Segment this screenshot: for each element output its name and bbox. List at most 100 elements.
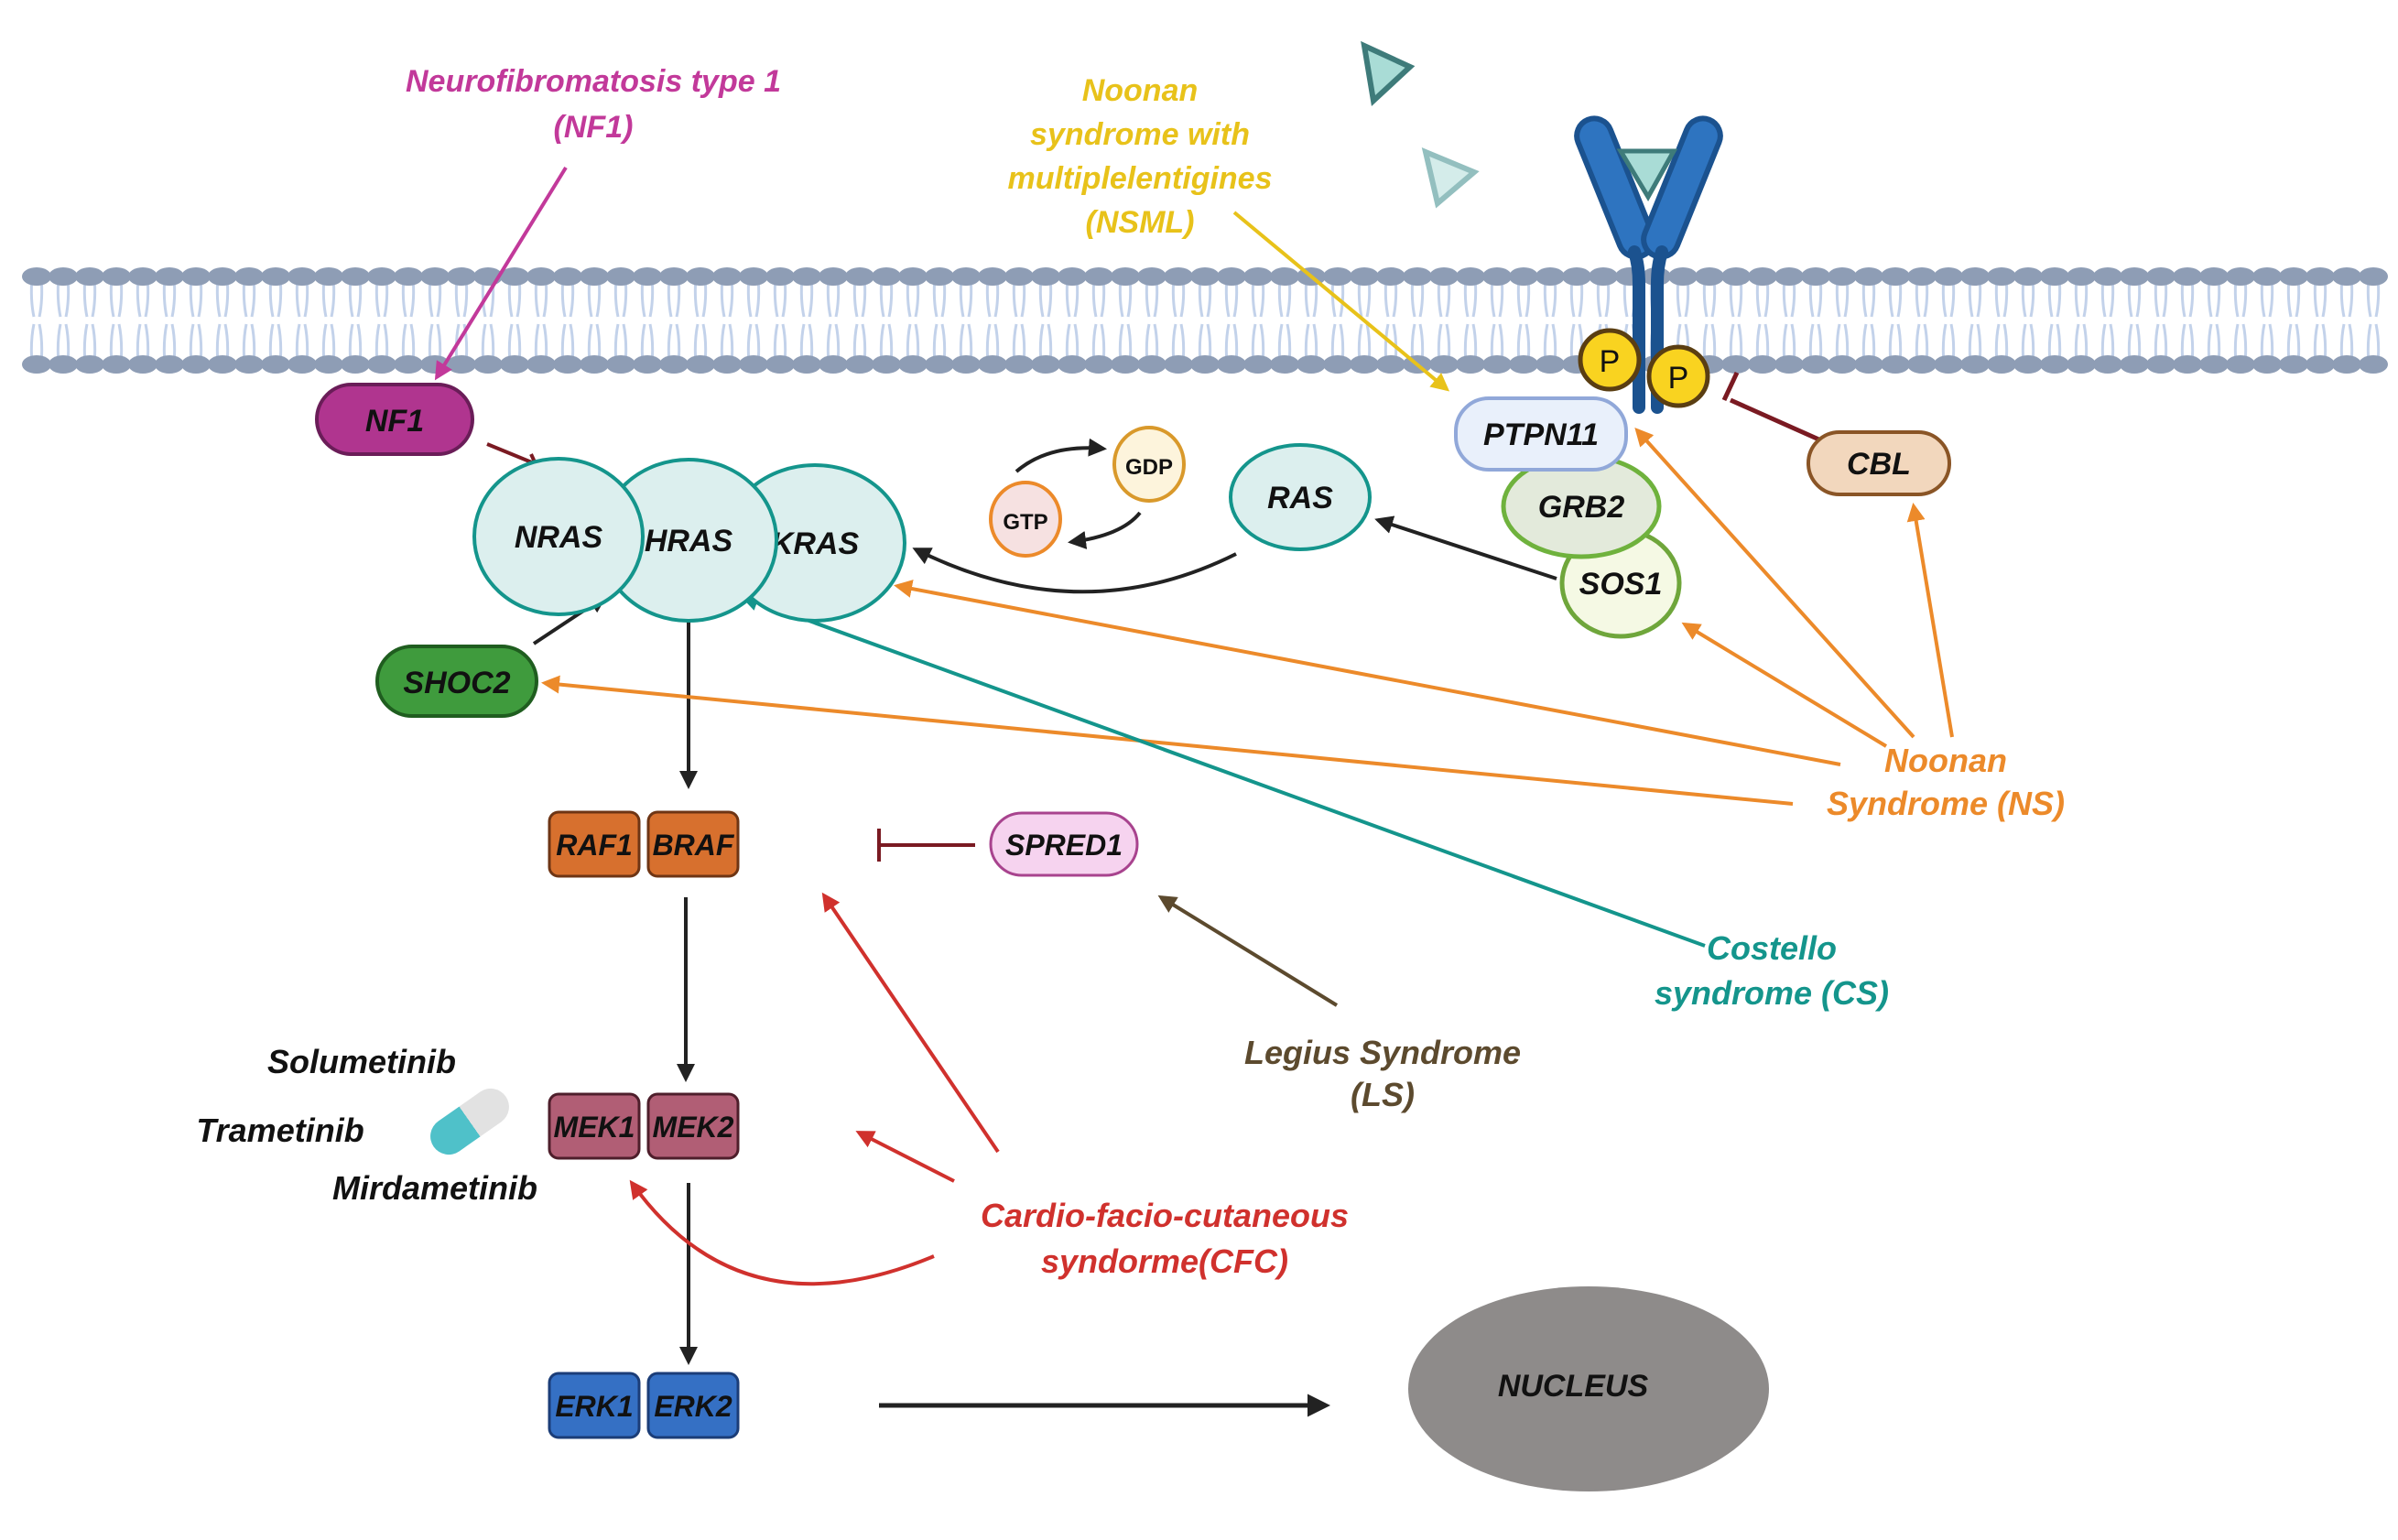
svg-text:Noonan: Noonan: [1884, 742, 2007, 779]
lipid-head: [2199, 355, 2229, 374]
lipid-head: [925, 355, 954, 374]
lipid-head: [1589, 267, 1618, 286]
node-erk1[interactable]: ERK1: [548, 1372, 641, 1439]
lipid-head: [341, 267, 370, 286]
edge-spred1-inhibits-braf: [877, 829, 975, 862]
node-label: SPRED1: [1005, 829, 1123, 862]
node-raf1[interactable]: RAF1: [548, 810, 641, 878]
lipid-head: [765, 267, 795, 286]
lipid-head: [420, 267, 450, 286]
node-gdp[interactable]: GDP: [1112, 426, 1186, 503]
lipid-head: [1748, 267, 1777, 286]
node-spred1[interactable]: SPRED1: [989, 811, 1139, 877]
lipid-head: [845, 355, 874, 374]
lipid-head: [2067, 267, 2096, 286]
lipid-head: [686, 355, 715, 374]
node-label: NRAS: [515, 520, 603, 555]
lipid-head: [2173, 355, 2202, 374]
lipid-head: [1323, 355, 1352, 374]
lipid-head: [2252, 355, 2282, 374]
lipid-head: [49, 355, 78, 374]
lipid-head: [1403, 267, 1432, 286]
lipid-head: [1376, 355, 1405, 374]
lipid-head: [1111, 267, 1140, 286]
lipid-head: [2359, 267, 2388, 286]
lipid-head: [1058, 267, 1087, 286]
lipid-head: [1562, 267, 1591, 286]
node-ras[interactable]: RAS: [1229, 443, 1372, 551]
lipid-head: [1456, 267, 1485, 286]
lipid-head: [553, 355, 582, 374]
lipid-head: [1934, 267, 1963, 286]
lipid-head: [1004, 267, 1034, 286]
lipid-head: [1270, 267, 1299, 286]
lipid-head: [1987, 355, 2016, 374]
node-cbl[interactable]: CBL: [1807, 430, 1951, 496]
edge-cfc-to-mek1: [629, 1179, 935, 1286]
node-mek1[interactable]: MEK1: [548, 1092, 641, 1160]
lipid-head: [553, 267, 582, 286]
lipid-head: [367, 355, 396, 374]
lipid-head: [1164, 267, 1193, 286]
node-nras[interactable]: NRAS: [472, 457, 645, 616]
node-erk2[interactable]: ERK2: [646, 1372, 740, 1439]
svg-text:(LS): (LS): [1351, 1076, 1415, 1113]
node-nucleus[interactable]: NUCLEUS: [1408, 1286, 1769, 1491]
lipid-head: [234, 267, 264, 286]
node-label: GRB2: [1538, 490, 1625, 525]
lipid-head: [978, 267, 1007, 286]
phosphate-label: P: [1668, 361, 1689, 396]
lipid-head: [1429, 267, 1459, 286]
lipid-head: [75, 355, 104, 374]
lipid-head: [1456, 355, 1485, 374]
node-ptpn11[interactable]: PTPN11: [1454, 396, 1628, 472]
drug-label-mirdametinib: Mirdametinib: [332, 1169, 537, 1207]
node-braf[interactable]: BRAF: [646, 810, 740, 878]
drug-label-trametinib: Trametinib: [196, 1112, 363, 1149]
edge-ns-to-kras: [894, 580, 1841, 766]
lipid-head: [580, 267, 609, 286]
lipid-head: [2173, 267, 2202, 286]
lipid-head: [1774, 267, 1804, 286]
lipid-head: [606, 267, 635, 286]
svg-text:syndorme(CFC): syndorme(CFC): [1041, 1242, 1288, 1280]
lipid-head: [314, 355, 343, 374]
edge-ls-to-spred1: [1157, 895, 1339, 1007]
node-kras[interactable]: KRAS: [723, 463, 906, 623]
lipid-head: [686, 267, 715, 286]
lipid-head: [1960, 267, 1990, 286]
lipid-head: [1004, 355, 1034, 374]
lipid-head: [500, 267, 529, 286]
lipid-head: [394, 355, 423, 374]
phosphate-label: P: [1600, 344, 1621, 379]
node-mek2[interactable]: MEK2: [646, 1092, 740, 1160]
lipid-head: [2226, 355, 2255, 374]
lipid-head: [1668, 267, 1698, 286]
lipid-head: [951, 355, 981, 374]
lipid-head: [1297, 355, 1326, 374]
svg-text:Neurofibromatosis type 1: Neurofibromatosis type 1: [406, 64, 781, 99]
lipid-head: [22, 355, 51, 374]
lipid-head: [341, 355, 370, 374]
lipid-head: [1137, 267, 1166, 286]
lipid-head: [234, 355, 264, 374]
lipid-head: [1828, 355, 1857, 374]
node-shoc2[interactable]: SHOC2: [375, 645, 538, 718]
lipid-head: [1031, 267, 1060, 286]
lipid-head: [1429, 355, 1459, 374]
node-gtp[interactable]: GTP: [989, 481, 1062, 558]
lipid-head: [181, 355, 211, 374]
lipid-head: [155, 355, 184, 374]
lipid-head: [1801, 355, 1830, 374]
svg-text:Noonan: Noonan: [1082, 73, 1199, 108]
edge-nf1-syndrome-to-nf1: [434, 166, 568, 381]
lipid-head: [1217, 355, 1246, 374]
node-label: RAF1: [556, 829, 633, 862]
lipid-head: [526, 355, 556, 374]
lipid-head: [1774, 355, 1804, 374]
node-nf1[interactable]: NF1: [315, 383, 474, 456]
lipid-head: [128, 267, 157, 286]
lipid-head: [181, 267, 211, 286]
node-label: ERK1: [555, 1390, 633, 1423]
edge-cfc-to-braf: [821, 892, 1000, 1154]
